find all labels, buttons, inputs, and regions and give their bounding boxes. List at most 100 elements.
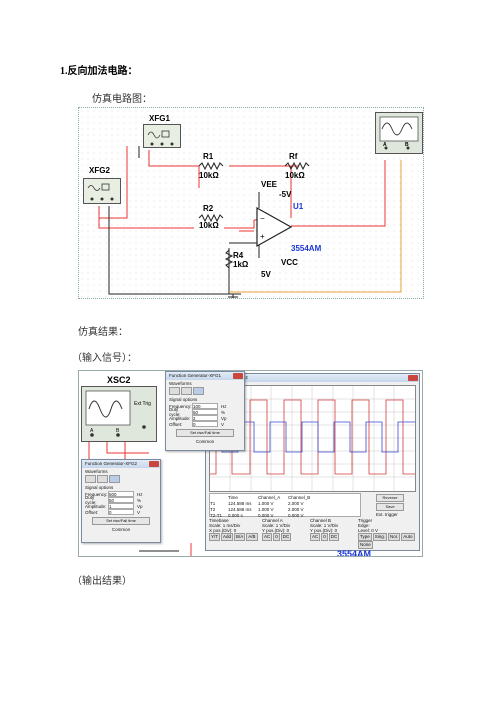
fg-xfg1-common-label: Common	[195, 439, 215, 444]
reverse-button[interactable]: Reverse	[376, 494, 404, 502]
simulation-screenshot: XSC2 Ext Trig A B Oscilloscope-XSC2	[78, 370, 423, 557]
close-icon[interactable]	[233, 373, 243, 379]
offset-label: Offset:	[85, 509, 99, 515]
timebase-scale[interactable]: Scale: 1 ms/Div	[209, 523, 241, 528]
duty-cycle-unit[interactable]: %	[221, 409, 226, 415]
square-wave-icon[interactable]	[109, 475, 120, 483]
trigger-level[interactable]: Level: 0 V	[358, 528, 379, 533]
fg-xfg2-common-label: Common	[111, 527, 131, 532]
amplitude-unit[interactable]: Vp	[137, 503, 143, 509]
frequency-field[interactable]: 100	[192, 403, 218, 409]
set-rise-fall-button[interactable]: Set rise/Fall time	[176, 429, 234, 437]
timebase-label: Timebase	[209, 518, 229, 523]
channel-a-ac-button[interactable]: AC	[262, 533, 273, 541]
offset-unit[interactable]: V	[137, 509, 141, 515]
add-button[interactable]: Add	[221, 533, 234, 541]
offset-unit[interactable]: V	[221, 421, 225, 427]
cursor-cell: 1.000 V	[258, 506, 274, 512]
scope-screen-icon	[379, 116, 419, 150]
channel-a-zero-button[interactable]: 0	[273, 533, 280, 541]
duty-cycle-unit[interactable]: %	[137, 497, 142, 503]
sine-wave-icon[interactable]	[169, 387, 180, 395]
amplitude-unit[interactable]: Vp	[221, 415, 227, 421]
ba-button[interactable]: B/A	[234, 533, 246, 541]
opamp-model-partial: 3554AM	[337, 549, 372, 557]
vee-value: -5V	[279, 190, 292, 199]
ext-trigger-label: Ext. trigger	[376, 512, 398, 517]
rf-label: Rf	[289, 152, 298, 161]
rf-value: 10kΩ	[285, 171, 305, 180]
vcc-value: 5V	[261, 270, 271, 279]
set-rise-fall-button[interactable]: Set rise/Fall time	[92, 517, 150, 525]
waveform-icon	[87, 183, 114, 201]
fg-xfg2-titlebar: Function Generator-XFG2	[82, 460, 160, 468]
waveform-icon	[147, 130, 174, 146]
r4-label: R4	[233, 251, 244, 260]
channel-a-label: Channel A	[262, 518, 283, 523]
trigger-single-button[interactable]: Sing.	[372, 533, 388, 541]
function-generator-xfg2[interactable]	[83, 178, 121, 204]
sine-wave-icon[interactable]	[85, 475, 96, 483]
square-wave-icon[interactable]	[193, 387, 204, 395]
scope-a-label: A	[383, 142, 387, 148]
cursor-col-a: Channel_A	[258, 494, 281, 500]
oscilloscope-xsc1[interactable]: A B	[375, 112, 423, 154]
triangle-wave-icon[interactable]	[181, 387, 192, 395]
cursor-cell: 2.000 V	[288, 506, 304, 512]
channel-a-dc-button[interactable]: DC	[280, 533, 292, 541]
channel-b-scale[interactable]: Scale: 1 V/Div	[310, 523, 339, 528]
trigger-edge[interactable]: Edge:	[358, 523, 370, 528]
frequency-unit[interactable]: Hz	[221, 403, 227, 409]
frequency-unit[interactable]: Hz	[137, 491, 143, 497]
timebase-xpos[interactable]: X pos.(Div): 0	[209, 528, 237, 533]
amplitude-field[interactable]: 1	[108, 503, 134, 509]
svg-text:+: +	[260, 232, 265, 241]
save-button[interactable]: Save	[376, 503, 404, 511]
cursor-row-label: T1	[210, 500, 216, 506]
close-icon[interactable]	[149, 461, 159, 467]
trigger-normal-button[interactable]: Nor.	[388, 533, 401, 541]
fg-xfg1-titlebar: Function Generator-XFG1	[166, 372, 244, 380]
svg-text:−: −	[260, 214, 265, 223]
function-generator-xfg1[interactable]	[143, 124, 181, 148]
oscilloscope-xsc2[interactable]: Ext Trig A B	[81, 386, 157, 442]
channel-b-ypos[interactable]: Y pos.(Div): 0	[310, 528, 338, 533]
trigger-type-button[interactable]: Type	[358, 533, 372, 541]
amplitude-field[interactable]: 2	[192, 415, 218, 421]
close-icon[interactable]	[408, 375, 418, 381]
triangle-wave-icon[interactable]	[97, 475, 108, 483]
channel-a-scale[interactable]: Scale: 1 V/Div	[262, 523, 291, 528]
offset-label: Offset:	[169, 421, 183, 427]
result-label: 仿真结果：	[78, 327, 128, 338]
frequency-field[interactable]: 500	[108, 491, 134, 497]
channel-b-label: Channel B	[310, 518, 332, 523]
duty-cycle-field[interactable]: 50	[192, 409, 218, 415]
cursor-col-b: Channel_B	[288, 494, 311, 500]
cursor-row-label: T2	[210, 506, 216, 512]
channel-a-ypos[interactable]: Y pos.(Div): 0	[262, 528, 290, 533]
schematic-wires: − +	[98, 143, 402, 298]
duty-cycle-field[interactable]: 50	[108, 497, 134, 503]
r2-label: R2	[203, 204, 214, 213]
channel-b-ac-button[interactable]: AC	[310, 533, 321, 541]
offset-field[interactable]: 0	[192, 421, 218, 427]
trigger-label: Trigger	[358, 518, 373, 523]
vee-label: VEE	[261, 180, 278, 189]
offset-field[interactable]: 0	[108, 509, 134, 515]
input-signal-label: （输入信号）：	[72, 353, 137, 364]
trigger-auto-button[interactable]: Auto	[401, 533, 415, 541]
fg-xfg2-window: Function Generator-XFG2 Waveforms Signal…	[81, 459, 161, 543]
amplitude-label: Amplitude:	[85, 503, 107, 509]
cursor-cell: 124.588 ms	[228, 506, 252, 512]
yt-button[interactable]: Y/T	[209, 533, 221, 541]
timebase-group: Timebase Scale: 1 ms/Div X pos.(Div): 0 …	[209, 518, 261, 541]
fg-xfg2-waveforms-label: Waveforms	[85, 469, 108, 474]
circuit-label: 仿真电路图：	[92, 94, 152, 105]
trigger-none-button[interactable]: None	[358, 541, 373, 549]
ab-button[interactable]: A/B	[246, 533, 258, 541]
channel-b-group: Channel B Scale: 1 V/Div Y pos.(Div): 0 …	[310, 518, 358, 541]
channel-b-zero-button[interactable]: 0	[321, 533, 328, 541]
channel-b-dc-button[interactable]: DC	[328, 533, 340, 541]
amplitude-label: Amplitude:	[169, 415, 191, 421]
